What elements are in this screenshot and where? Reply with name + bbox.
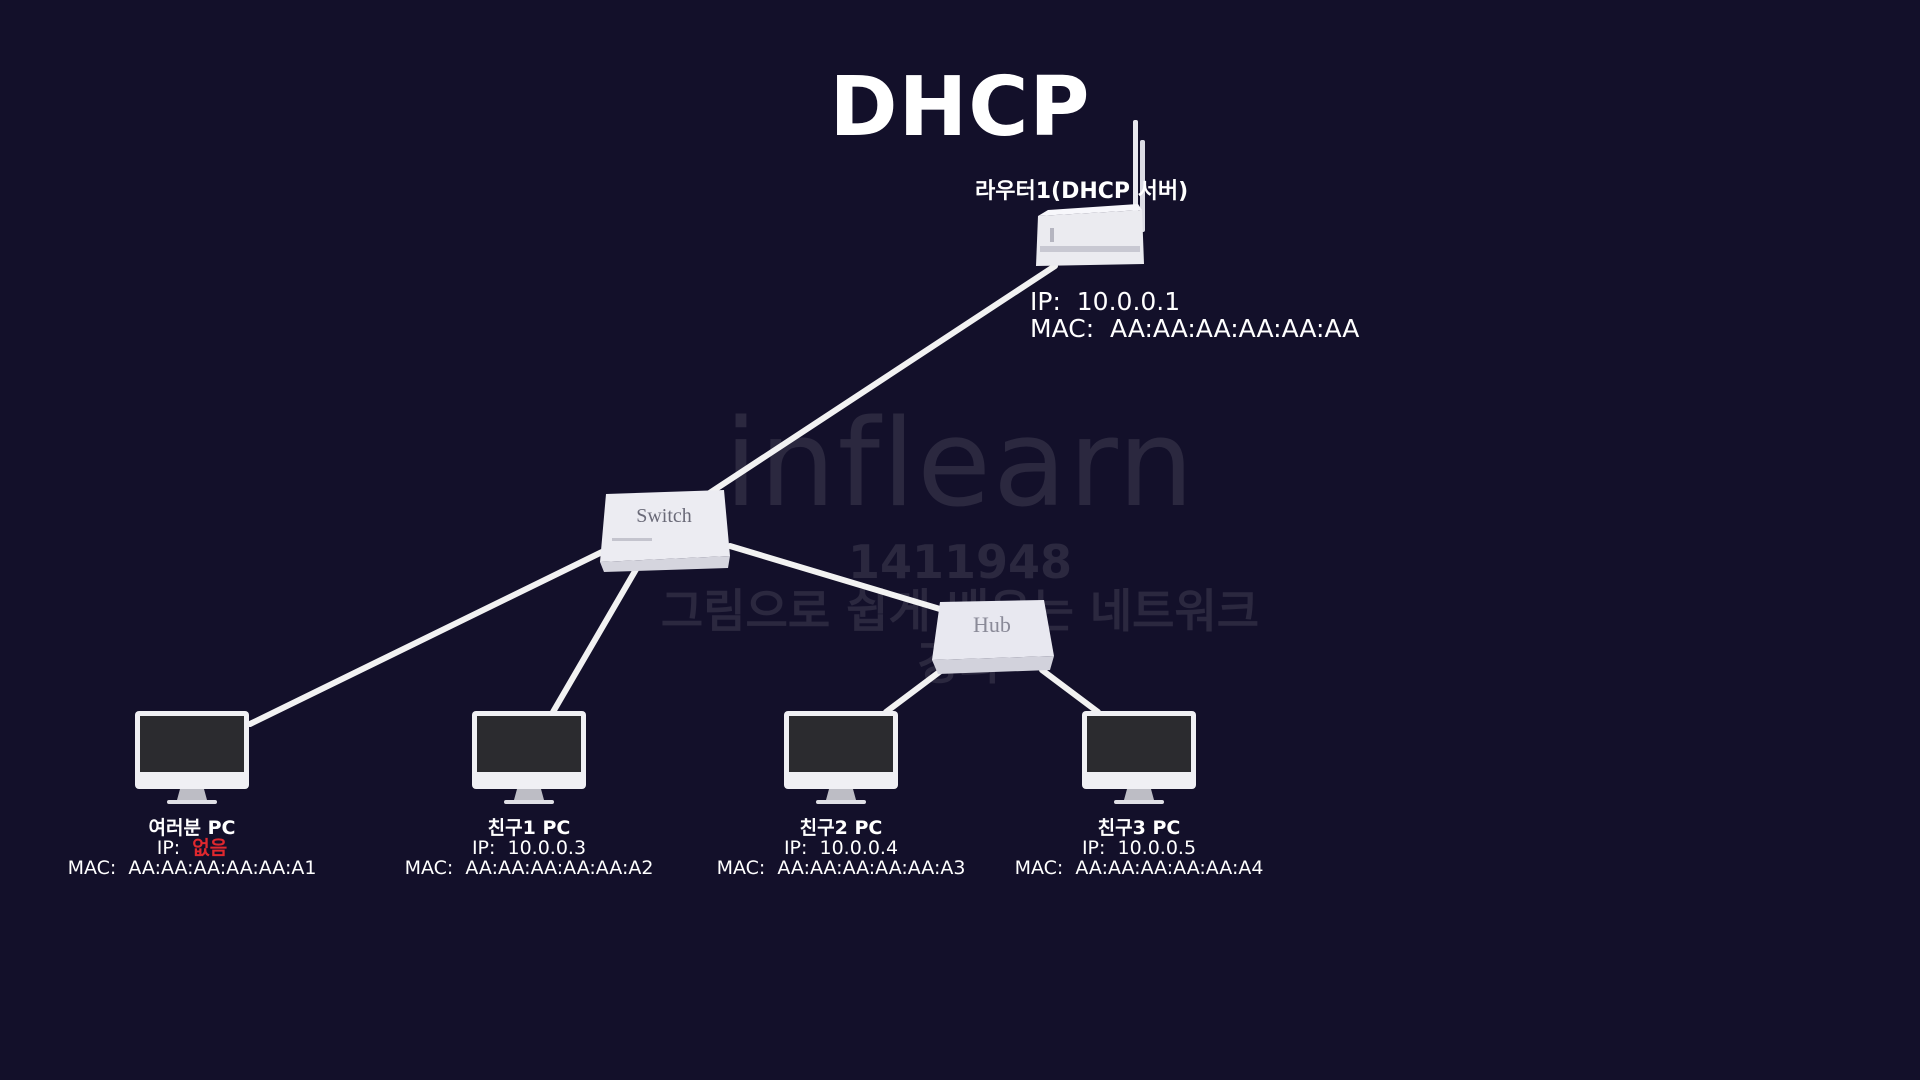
pc-name: 여러분 PC xyxy=(148,817,236,839)
pc-icon xyxy=(1082,711,1196,804)
pc-mac: AA:AA:AA:AA:AA:A3 xyxy=(777,857,966,879)
switch-label: Switch xyxy=(636,505,692,527)
pc-mac: AA:AA:AA:AA:AA:A4 xyxy=(1075,857,1264,879)
pc-ip: 10.0.0.5 xyxy=(1117,837,1197,859)
pc-ip-label: IP: xyxy=(1081,837,1106,859)
router-mac-label: MAC: xyxy=(1030,314,1095,343)
pc-mac-label: MAC: xyxy=(1014,857,1064,879)
link-switch-pc1 xyxy=(247,549,605,727)
pc-mac: AA:AA:AA:AA:AA:A1 xyxy=(128,857,317,879)
pc-mac: AA:AA:AA:AA:AA:A2 xyxy=(465,857,654,879)
link-hub-pc4 xyxy=(1039,667,1101,715)
pc-ip-label: IP: xyxy=(156,837,181,859)
link-switch-pc2 xyxy=(550,563,641,715)
router-mac: AA:AA:AA:AA:AA:AA xyxy=(1110,314,1360,343)
pc-icon xyxy=(784,711,898,804)
pc-label-friend2: 친구2 PC IP: 10.0.0.4 MAC: AA:AA:AA:AA:AA:… xyxy=(691,818,991,878)
pc-mac-label: MAC: xyxy=(716,857,766,879)
pc-mac-label: MAC: xyxy=(67,857,117,879)
pc-ip: 10.0.0.3 xyxy=(507,837,587,859)
router-ip-label: IP: xyxy=(1030,287,1061,316)
router-label: 라우터1(DHCP 서버) xyxy=(975,179,1189,204)
router-info: IP: 10.0.0.1 MAC: AA:AA:AA:AA:AA:AA xyxy=(1030,288,1359,342)
pc-mac-label: MAC: xyxy=(404,857,454,879)
pc-name: 친구3 PC xyxy=(1097,817,1181,839)
pc-name: 친구1 PC xyxy=(487,817,571,839)
pc-icon xyxy=(472,711,586,804)
pc-icon xyxy=(135,711,249,804)
link-hub-pc3 xyxy=(883,667,945,715)
switch-icon: Switch xyxy=(600,490,730,572)
router-icon xyxy=(1036,120,1145,266)
page-title: DHCP xyxy=(829,60,1091,155)
router-ip: 10.0.0.1 xyxy=(1076,287,1181,316)
pc-label-you: 여러분 PC IP: 없음 MAC: AA:AA:AA:AA:AA:A1 xyxy=(42,818,342,878)
link-switch-hub xyxy=(727,543,953,615)
pc-name: 친구2 PC xyxy=(799,817,883,839)
pc-label-friend3: 친구3 PC IP: 10.0.0.5 MAC: AA:AA:AA:AA:AA:… xyxy=(989,818,1289,878)
hub-icon: Hub xyxy=(932,600,1054,674)
link-router-switch xyxy=(702,263,1058,499)
pc-ip: 10.0.0.4 xyxy=(819,837,899,859)
hub-label: Hub xyxy=(973,612,1011,637)
pc-ip-none: 없음 xyxy=(192,837,228,859)
pc-ip-label: IP: xyxy=(471,837,496,859)
pc-label-friend1: 친구1 PC IP: 10.0.0.3 MAC: AA:AA:AA:AA:AA:… xyxy=(379,818,679,878)
pc-ip-label: IP: xyxy=(783,837,808,859)
